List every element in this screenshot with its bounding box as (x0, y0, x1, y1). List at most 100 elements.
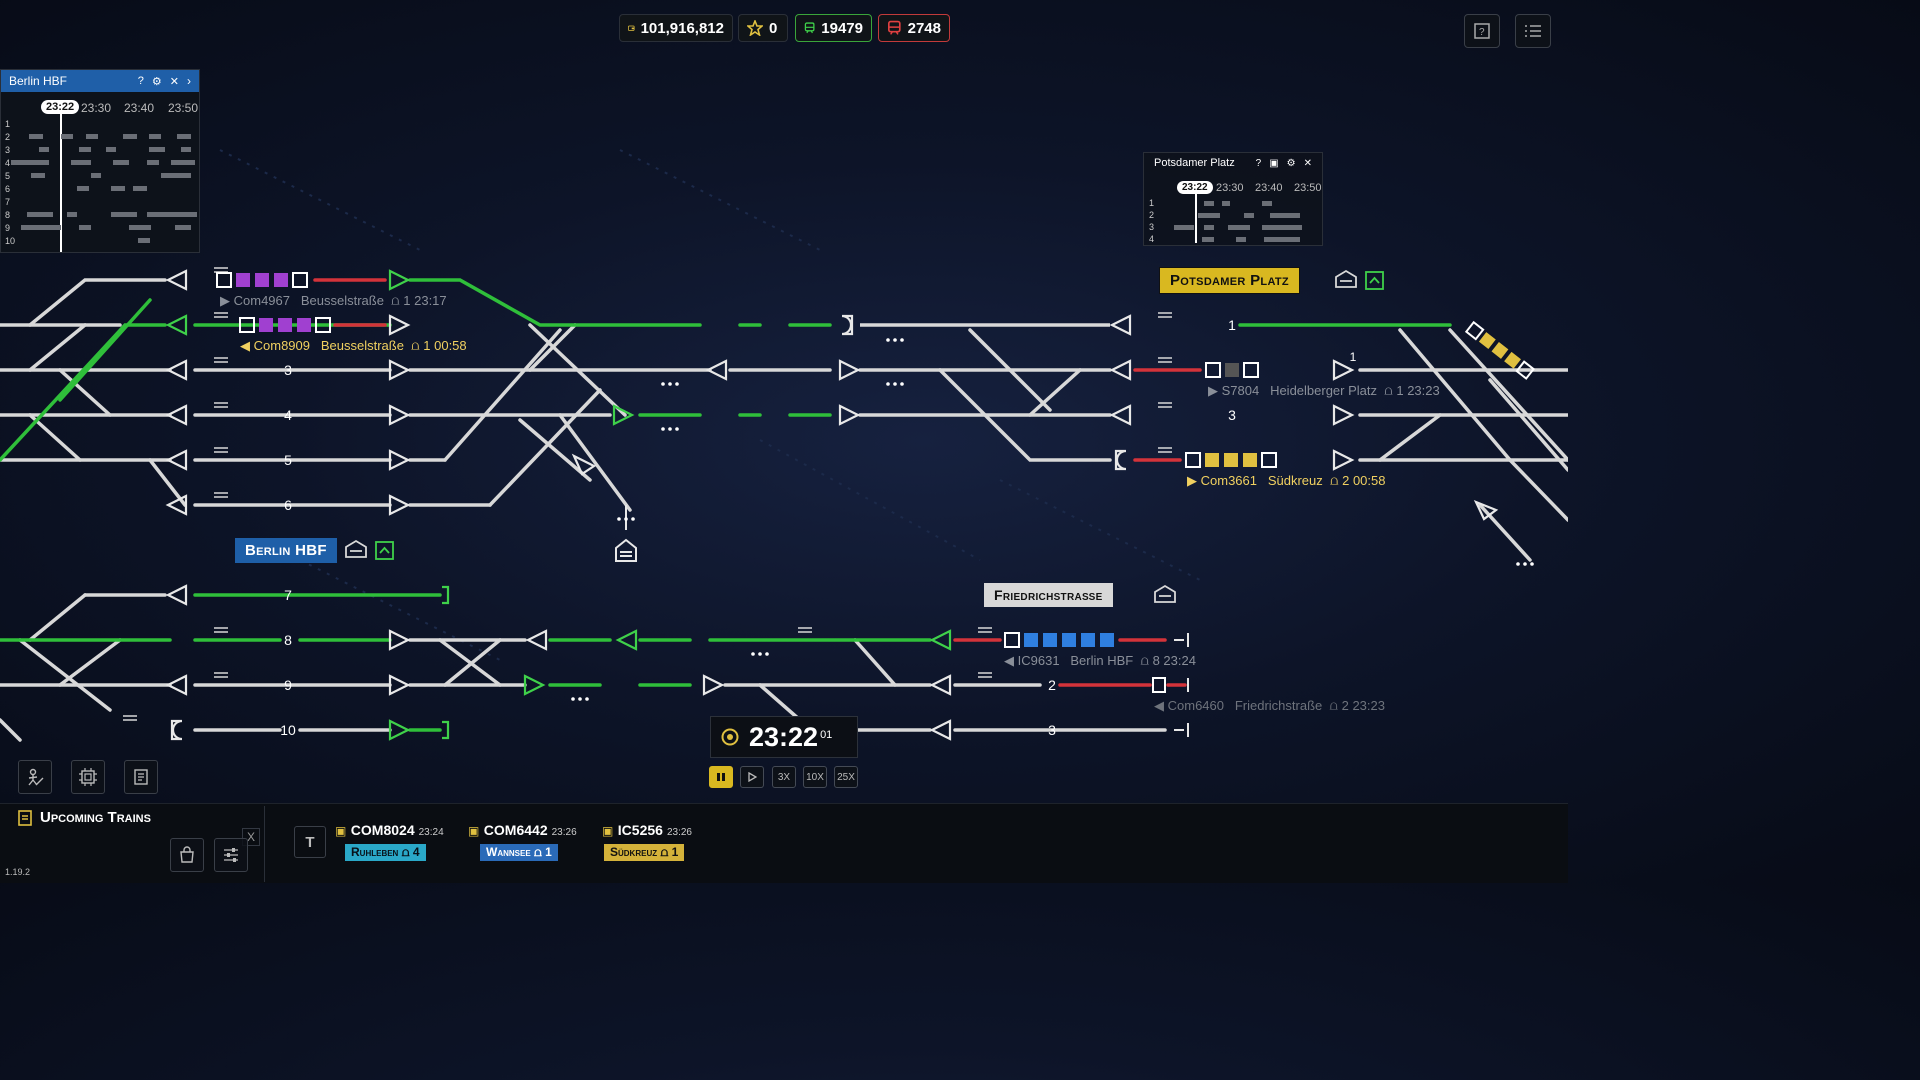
upcoming-time: 23:26 (666, 827, 692, 838)
menu-button[interactable] (1515, 14, 1551, 48)
train-icon: ▣ (602, 824, 614, 838)
train-label[interactable]: ◀ IC9631 Berlin HBF ⩍ 8 23:24 (1004, 653, 1196, 669)
train-time: 23:23 (1352, 698, 1385, 713)
play-icon: ▶ (220, 293, 230, 308)
platform-icon: ⩍ (1384, 383, 1393, 398)
row-number: 6 (5, 184, 11, 194)
panel-header: Potsdamer Platz ? ▣ ⚙ ✕ (1144, 153, 1322, 173)
track-number: 1 (1228, 317, 1236, 333)
help-button[interactable]: ? (1464, 14, 1500, 48)
help-icon[interactable]: ? (137, 75, 144, 87)
play-button[interactable] (740, 766, 764, 788)
speed-3x-button[interactable]: 3X (772, 766, 796, 788)
train-platform: 2 (1341, 698, 1349, 713)
time-mark: 23:40 (124, 101, 155, 115)
platform-icon: ⩍ (411, 338, 420, 353)
gear-icon[interactable]: ⚙ (151, 75, 162, 88)
gear-icon[interactable]: ⚙ (1286, 157, 1296, 169)
trains-ok-value: 19479 (821, 19, 863, 37)
row-number: 9 (5, 223, 11, 233)
train-destination: Berlin HBF (1070, 653, 1134, 668)
train-label[interactable]: ▶ S7804 Heidelberger Platz ⩍ 1 23:23 (1208, 383, 1440, 399)
row-number: 1 (5, 119, 11, 129)
worker-tool-button[interactable] (18, 760, 52, 794)
destination-badge: Wannsee ⩍ 1 (480, 844, 558, 861)
track-number: 3 (1048, 722, 1056, 738)
version-label: 1.19.2 (5, 867, 31, 877)
speed-10x-button[interactable]: 10X (803, 766, 827, 788)
train-label[interactable]: ◀ Com6460 Friedrichstraße ⩍ 2 23:23 (1154, 698, 1385, 714)
track-number: 7 (284, 587, 292, 603)
play-icon (748, 772, 757, 782)
upcoming-time: 23:26 (551, 827, 577, 838)
shop-button[interactable] (170, 838, 204, 872)
row-number: 5 (5, 171, 11, 181)
track-number: 6 (284, 497, 292, 513)
track-number: 2 (1048, 677, 1056, 693)
lock-icon[interactable]: ▣ (1269, 157, 1279, 169)
chevron-right-icon[interactable]: › (187, 74, 191, 88)
train-icon (804, 22, 815, 34)
pause-button[interactable] (709, 766, 733, 788)
play-icon: ▶ (1208, 383, 1218, 398)
train-platform: 2 (1342, 473, 1350, 488)
row-number: 3 (1149, 222, 1155, 232)
filter-key-button[interactable]: T (294, 826, 326, 858)
potsdamer-platz-sign[interactable]: Potsdamer Platz (1159, 267, 1300, 294)
chip-icon (79, 768, 97, 786)
panel-title: Berlin HBF (9, 74, 68, 88)
reverse-icon: ◀ (240, 338, 250, 353)
destination-name: Wannsee (486, 845, 531, 859)
train-time: 00:58 (1352, 473, 1386, 488)
star-icon (747, 20, 763, 36)
row-number: 4 (5, 158, 11, 168)
list-icon (1525, 25, 1541, 37)
track-number: 1 (1349, 350, 1357, 364)
stars-counter: 0 (738, 14, 788, 42)
train-time: 23:24 (1163, 653, 1196, 668)
close-icon[interactable]: ✕ (1303, 157, 1312, 169)
train-destination: Friedrichstraße (1234, 698, 1323, 713)
current-time-pill: 23:22 (1177, 181, 1213, 194)
money-value: 101,916,812 (640, 19, 724, 37)
panel-title: Potsdamer Platz (1154, 157, 1235, 169)
train-label[interactable]: ▶ Com3661 Südkreuz ⩍ 2 00:58 (1187, 473, 1385, 489)
train-icon (888, 20, 901, 35)
clock-seconds: 01 (820, 729, 833, 741)
friedrichstrasse-sign[interactable]: Friedrichstraße (984, 583, 1113, 607)
train-label[interactable]: ◀ Com8909 Beusselstraße ⩍ 1 00:58 (240, 338, 467, 354)
train-code: Com6460 (1167, 698, 1224, 713)
notes-tool-button[interactable] (124, 760, 158, 794)
time-mark: 23:30 (1216, 182, 1244, 194)
train-destination: Heidelberger Platz (1270, 383, 1378, 398)
track-number: 8 (284, 632, 292, 648)
sliders-icon (224, 848, 238, 862)
pause-icon (717, 773, 725, 781)
berlin-hbf-schedule-panel: Berlin HBF ? ⚙ ✕ › 23:22 23:30 23:40 23:… (0, 69, 200, 253)
chip-tool-button[interactable] (71, 760, 105, 794)
filter-button[interactable] (214, 838, 248, 872)
train-label[interactable]: ▶ Com4967 Beusselstraße ⩍ 1 23:17 (220, 293, 447, 309)
help-icon[interactable]: ? (1255, 157, 1262, 169)
trains-bad-counter: 2748 (878, 14, 950, 42)
upcoming-trains-bar (0, 803, 1568, 883)
close-button[interactable]: X (242, 828, 260, 846)
row-number: 10 (5, 236, 16, 246)
platform-icon: ⩍ (534, 845, 542, 859)
train-time: 00:58 (434, 338, 467, 353)
track-number: 4 (284, 407, 292, 423)
platform-icon: ⩍ (1330, 473, 1339, 488)
row-number: 3 (5, 145, 11, 155)
upcoming-code: IC5256 (617, 822, 663, 838)
train-code: Com3661 (1200, 473, 1257, 488)
speed-25x-button[interactable]: 25X (834, 766, 858, 788)
row-number: 2 (1149, 210, 1155, 220)
train-time: 23:23 (1407, 383, 1440, 398)
train-platform: 1 (423, 338, 431, 353)
track-number: 5 (284, 452, 292, 468)
close-icon[interactable]: ✕ (169, 75, 179, 88)
berlin-hbf-sign[interactable]: Berlin HBF (235, 538, 337, 563)
